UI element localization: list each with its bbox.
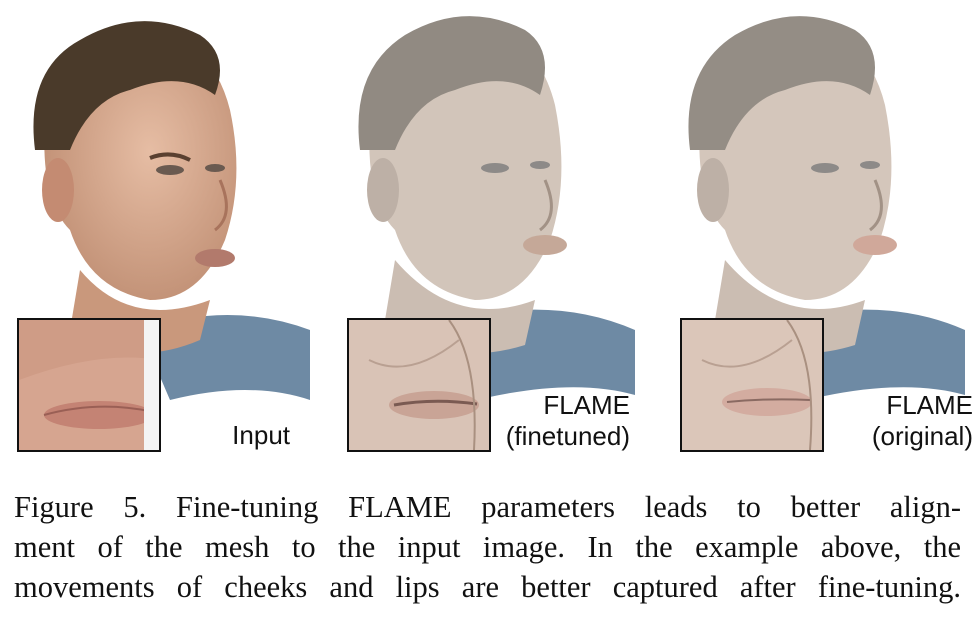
label-flame-finetuned: FLAME (finetuned): [505, 390, 630, 451]
panel-flame-original: FLAME (original): [665, 0, 975, 460]
caption-line-1: Figure 5. Fine-tuning FLAME parameters l…: [14, 490, 961, 524]
label-input: Input: [232, 420, 290, 450]
label-flame-original: FLAME (original): [871, 390, 973, 451]
input-mouth-inset: [17, 318, 161, 452]
original-mesh-image: [688, 16, 965, 398]
caption-line-2: ment of the mesh to the input image. In …: [14, 530, 961, 564]
caption-line-3: movements of cheeks and lips are better …: [14, 570, 961, 604]
panel-input: Input: [10, 0, 330, 460]
figure-caption: Figure 5. Fine-tuning FLAME parameters l…: [14, 487, 961, 607]
finetuned-mesh-image: [358, 16, 635, 398]
panel-flame-finetuned: FLAME (finetuned): [335, 0, 655, 460]
original-mouth-inset: [680, 318, 824, 452]
finetuned-mouth-inset: [347, 318, 491, 452]
